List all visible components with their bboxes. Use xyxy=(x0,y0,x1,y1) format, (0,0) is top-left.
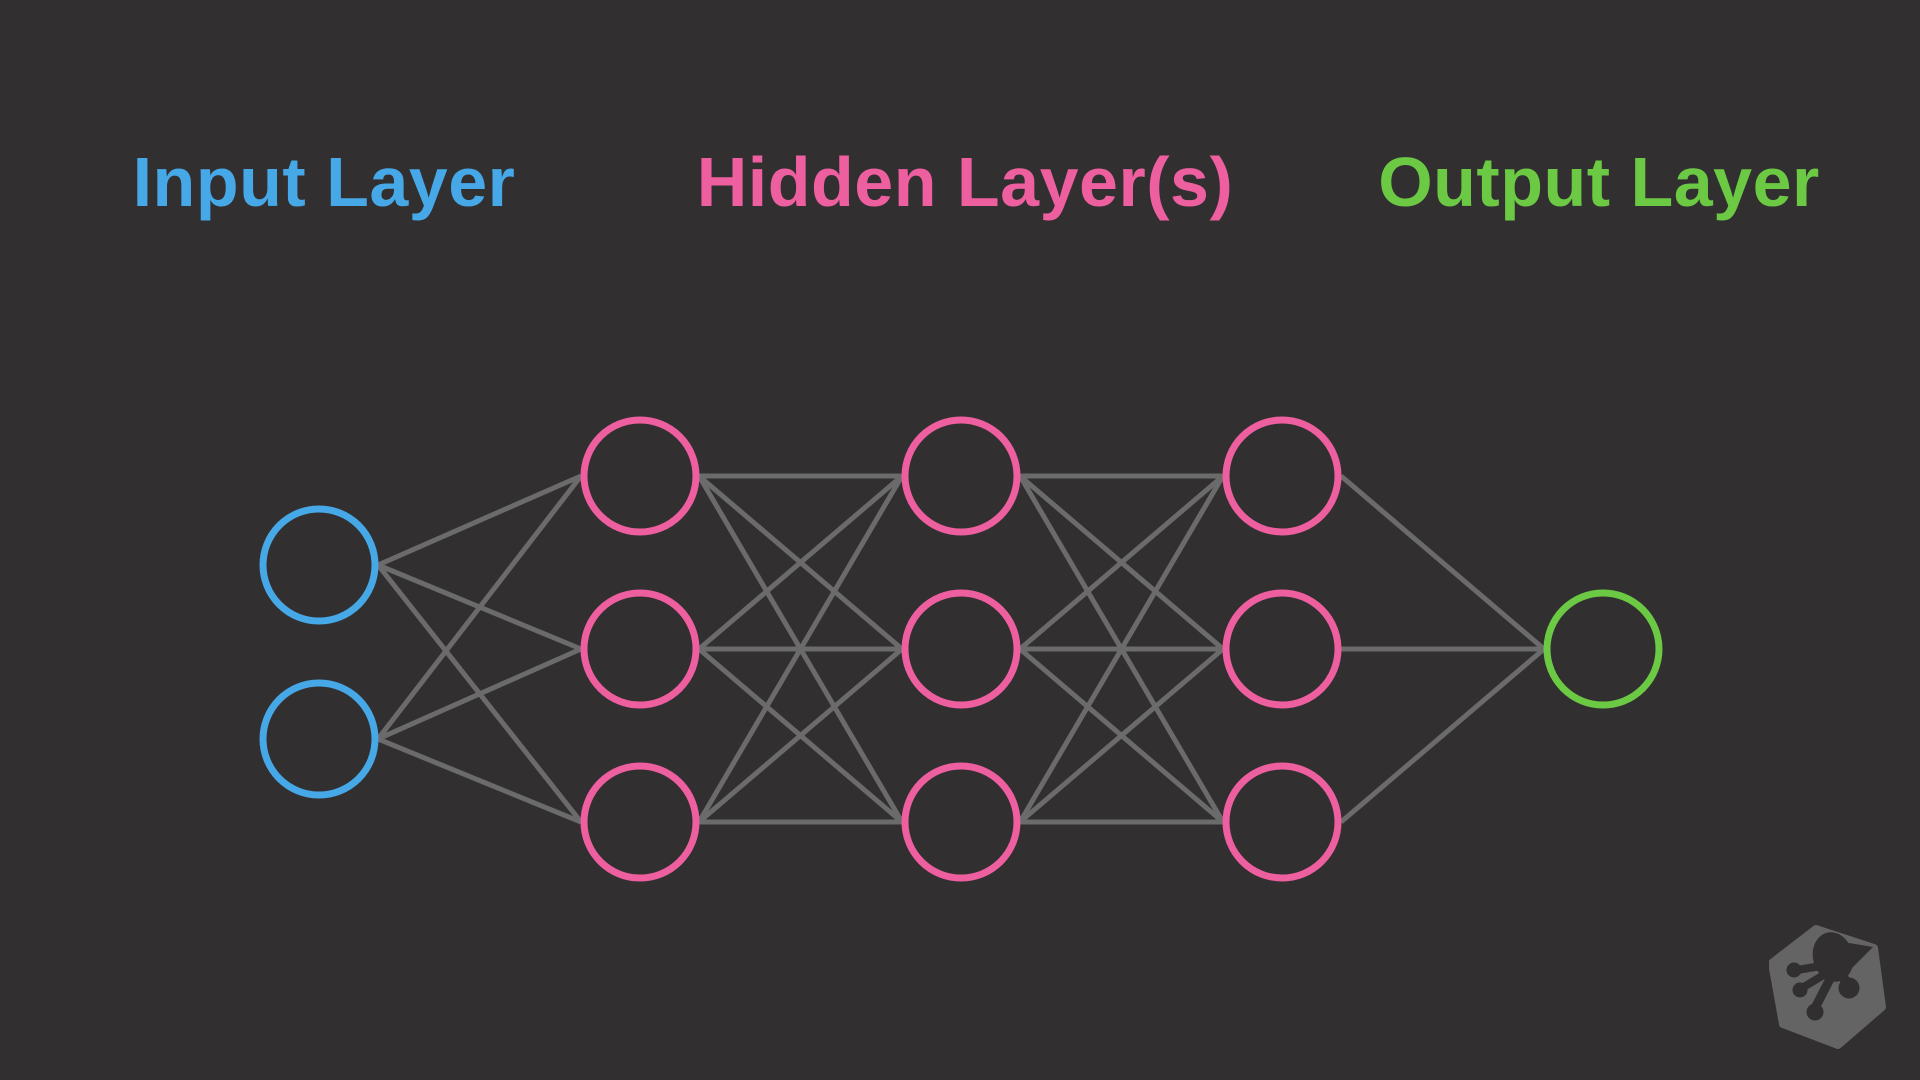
input-node xyxy=(259,679,379,799)
edge-line xyxy=(697,474,904,651)
edge-line xyxy=(1018,474,1225,651)
hidden-1-node xyxy=(580,416,700,536)
hidden-1-node xyxy=(580,762,700,882)
input-node xyxy=(259,505,379,625)
hidden-2-node xyxy=(901,762,1021,882)
hidden-2-node xyxy=(901,416,1021,536)
input-layer-label: Input Layer xyxy=(132,143,516,221)
hidden-1-node xyxy=(580,589,700,709)
edge-line xyxy=(377,736,582,825)
output-layer-label: Output Layer xyxy=(1378,143,1820,221)
edge-line xyxy=(697,647,904,824)
hidden-3-node xyxy=(1222,762,1342,882)
hidden-3-node xyxy=(1222,589,1342,709)
hidden-2-node xyxy=(901,589,1021,709)
edge-line xyxy=(376,473,583,568)
edge-line xyxy=(1017,474,1226,824)
edge-line xyxy=(376,474,583,741)
edge-line xyxy=(1339,474,1546,651)
edge-line xyxy=(376,646,583,742)
edge-line xyxy=(1018,647,1225,824)
edge-line xyxy=(1339,647,1546,824)
hidden-3-node xyxy=(1222,416,1342,536)
logo-badge xyxy=(1769,925,1886,1049)
hidden-layer-label: Hidden Layer(s) xyxy=(696,143,1234,221)
output-node xyxy=(1543,589,1663,709)
hexagon-footprint-logo-icon xyxy=(1769,925,1886,1049)
edge-line xyxy=(696,474,905,824)
